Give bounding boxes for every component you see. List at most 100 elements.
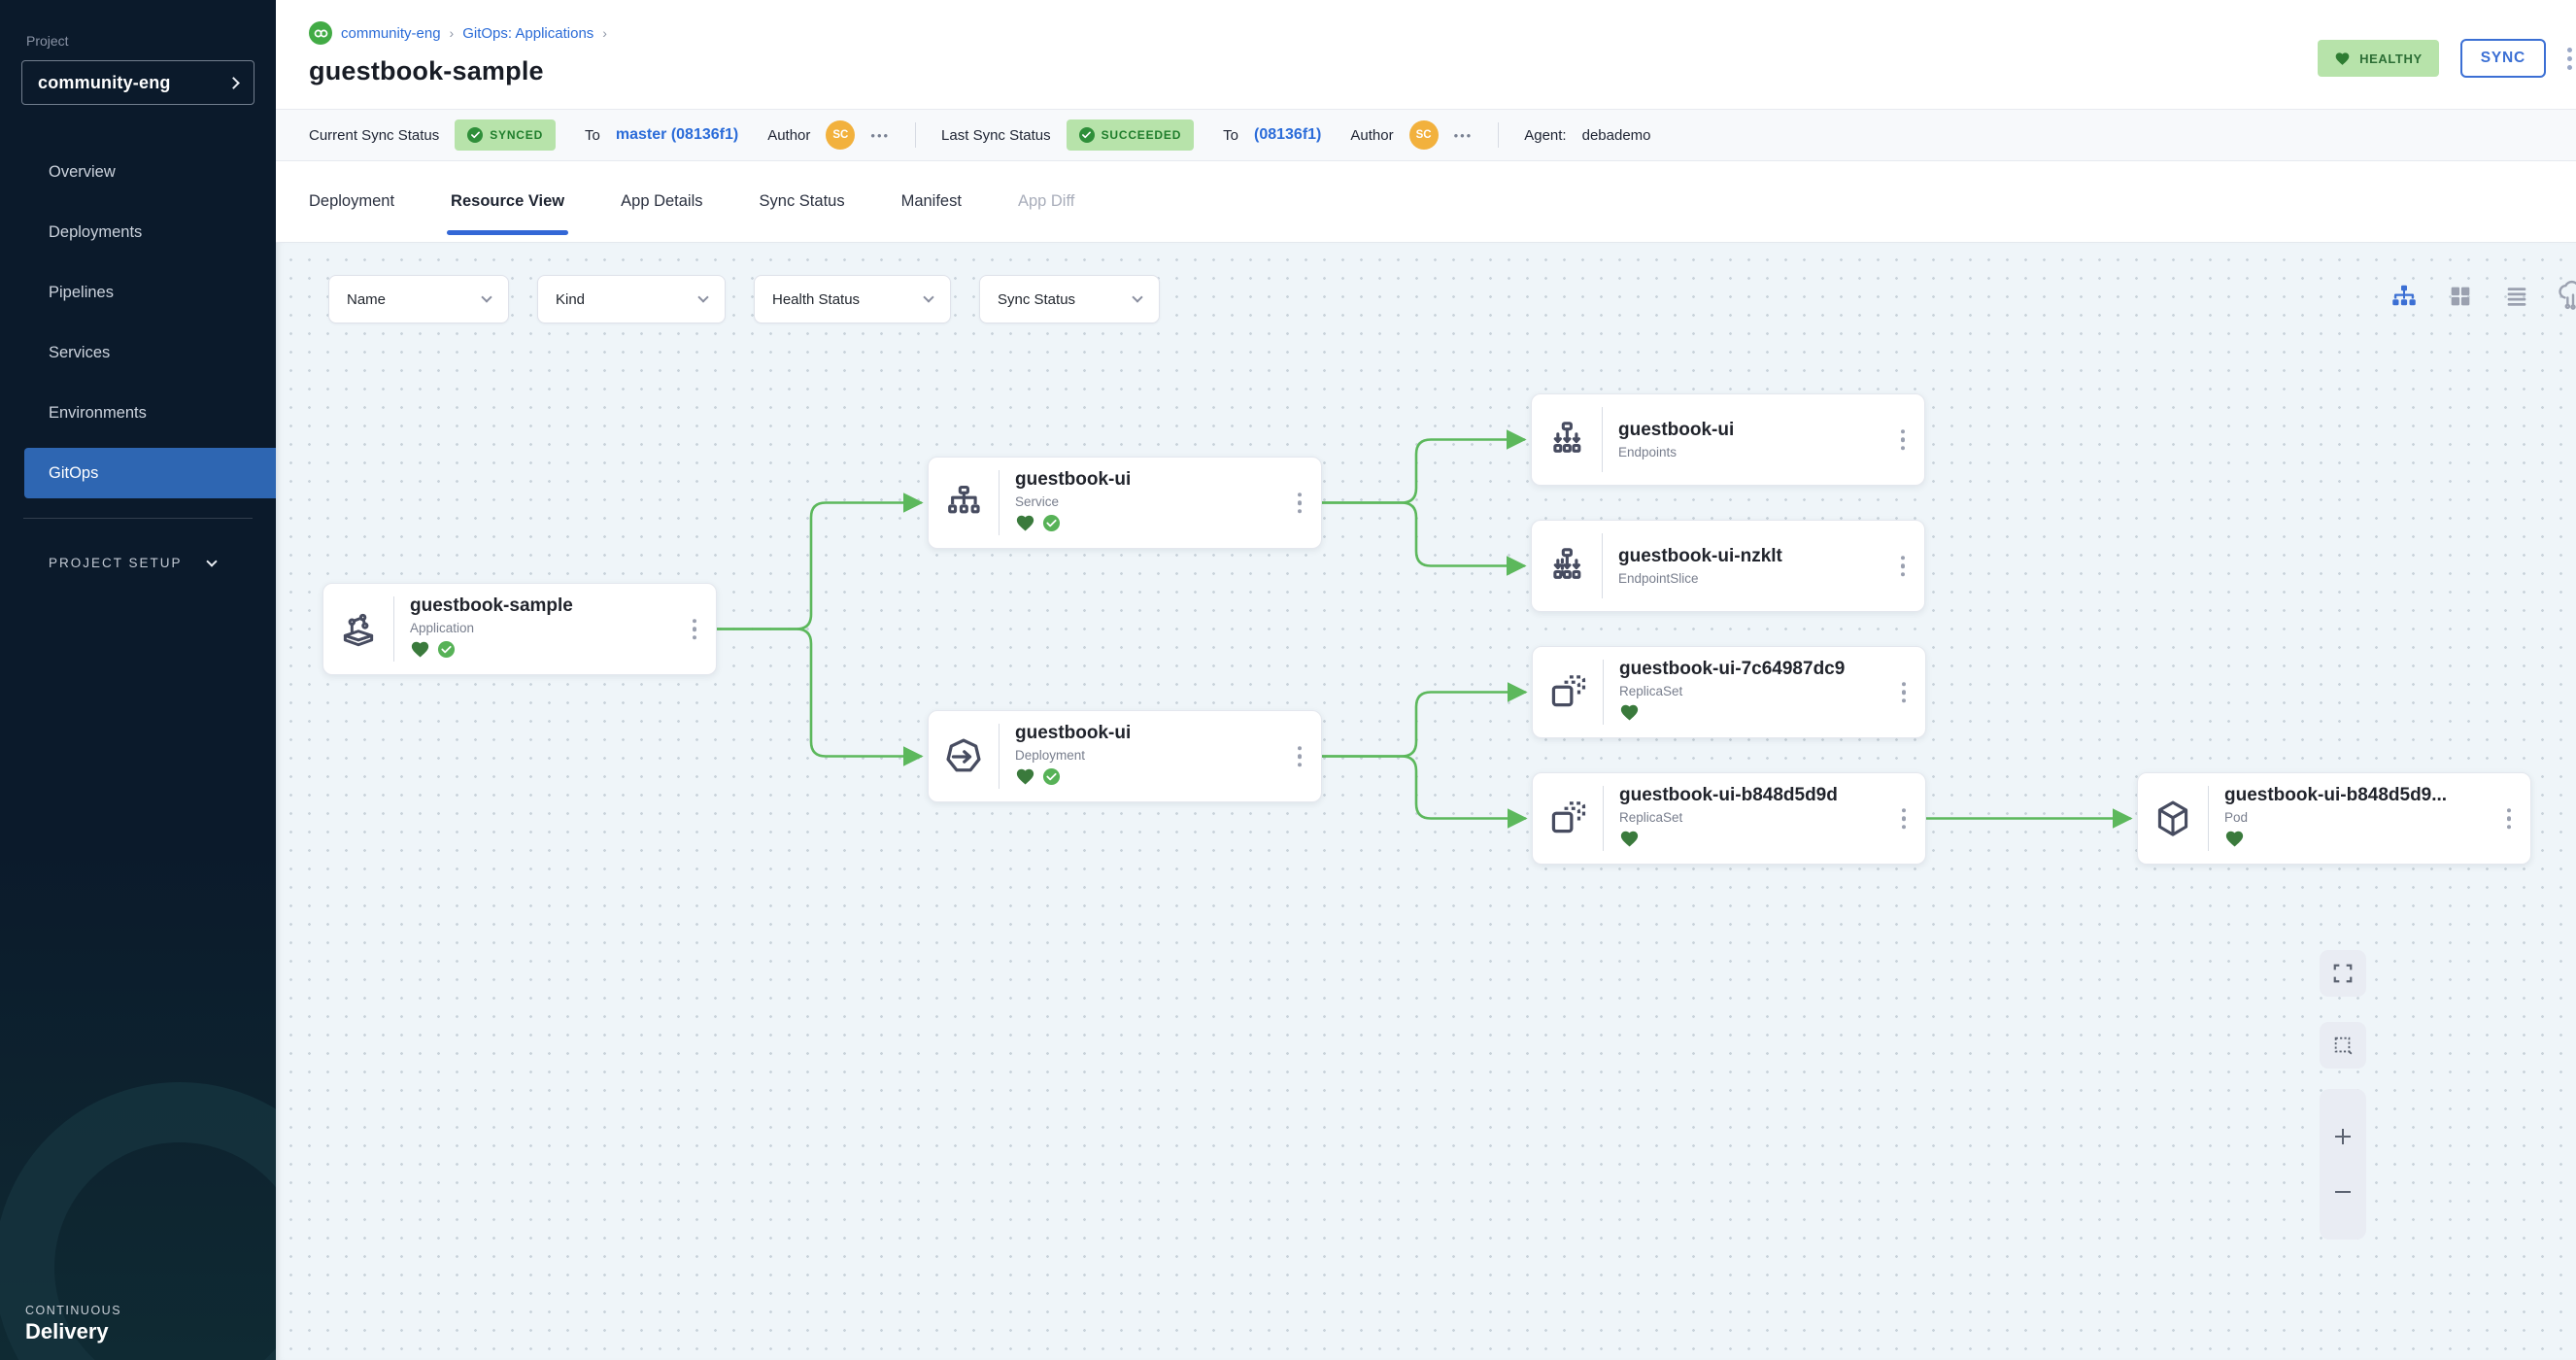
health-status-badge: HEALTHY xyxy=(2318,40,2439,77)
node-kebab-menu-icon[interactable] xyxy=(1294,742,1306,771)
endpointslice-icon xyxy=(1532,545,1602,588)
current-author-avatar[interactable]: SC xyxy=(826,120,855,150)
last-sync-status-label: Last Sync Status xyxy=(941,127,1051,144)
pod-icon xyxy=(2138,798,2208,840)
resource-tree-canvas[interactable]: Name Kind Health Status Sync Status guestbo… xyxy=(276,243,2576,1360)
resource-node-deployment[interactable]: guestbook-uiDeployment xyxy=(928,710,1322,802)
node-kebab-menu-icon[interactable] xyxy=(1898,678,1911,707)
node-body: guestbook-ui-nzkltEndpointSlice xyxy=(1603,546,1924,586)
tab-deployment[interactable]: Deployment xyxy=(309,161,394,242)
resource-node-service[interactable]: guestbook-uiService xyxy=(928,457,1322,549)
current-more-icon[interactable]: ••• xyxy=(870,128,890,143)
list-view-icon[interactable] xyxy=(2500,280,2533,313)
node-body: guestbook-ui-b848d5d9dReplicaSet xyxy=(1604,785,1925,853)
check-circle-icon xyxy=(1079,127,1095,143)
filter-dropdown-sync-status[interactable]: Sync Status xyxy=(979,275,1160,323)
replicaset-icon xyxy=(1533,670,1603,715)
breadcrumb-link-gitops-applications[interactable]: GitOps: Applications xyxy=(462,25,593,42)
node-kebab-menu-icon[interactable] xyxy=(1898,804,1911,833)
node-kind: Service xyxy=(1015,494,1321,509)
last-to-label: To xyxy=(1223,127,1238,144)
node-body: guestbook-uiService xyxy=(1000,469,1321,537)
node-kebab-menu-icon[interactable] xyxy=(1897,552,1910,581)
tab-app-details[interactable]: App Details xyxy=(621,161,702,242)
project-setup-label: PROJECT SETUP xyxy=(49,556,183,570)
resource-node-replicaset[interactable]: guestbook-ui-7c64987dc9ReplicaSet xyxy=(1532,646,1926,738)
sidebar-item-services[interactable]: Services xyxy=(0,323,276,383)
filter-dropdown-health-status[interactable]: Health Status xyxy=(754,275,951,323)
tab-sync-status[interactable]: Sync Status xyxy=(760,161,845,242)
current-sync-status-label: Current Sync Status xyxy=(309,127,439,144)
healthy-heart-icon xyxy=(1015,514,1035,537)
node-title: guestbook-ui xyxy=(1015,469,1321,491)
main-area: community-eng › GitOps: Applications › g… xyxy=(276,0,2576,1360)
project-selector[interactable]: community-eng xyxy=(21,60,254,105)
tab-bar: Deployment Resource View App Details Sync S… xyxy=(276,161,2576,243)
heart-icon xyxy=(2334,51,2351,66)
fullscreen-button[interactable] xyxy=(2320,950,2366,997)
filter-label: Name xyxy=(347,291,386,308)
agent-value: debademo xyxy=(1582,127,1651,144)
grid-view-icon[interactable] xyxy=(2444,280,2477,313)
resource-node-endpointslice[interactable]: guestbook-ui-nzkltEndpointSlice xyxy=(1531,520,1925,612)
resource-node-replicaset[interactable]: guestbook-ui-b848d5d9dReplicaSet xyxy=(1532,772,1926,865)
last-revision-link[interactable]: (08136f1) xyxy=(1254,126,1321,144)
health-status-label: HEALTHY xyxy=(2359,51,2423,66)
current-revision-link[interactable]: master (08136f1) xyxy=(616,126,738,144)
node-status-icons xyxy=(1015,514,1321,537)
node-kebab-menu-icon[interactable] xyxy=(2503,804,2516,833)
synced-check-icon xyxy=(1042,767,1061,791)
node-kebab-menu-icon[interactable] xyxy=(1897,425,1910,455)
cloud-view-icon[interactable] xyxy=(2557,280,2576,313)
current-to-label: To xyxy=(585,127,600,144)
node-title: guestbook-sample xyxy=(410,595,716,617)
status-divider xyxy=(1498,122,1499,148)
sidebar-item-pipelines[interactable]: Pipelines xyxy=(0,262,276,323)
deployment-icon xyxy=(929,734,999,779)
breadcrumb-link-project[interactable]: community-eng xyxy=(341,25,441,42)
breadcrumb-separator: › xyxy=(602,25,607,41)
sync-button[interactable]: SYNC xyxy=(2460,39,2546,78)
filter-dropdown-kind[interactable]: Kind xyxy=(537,275,726,323)
last-more-icon[interactable]: ••• xyxy=(1454,128,1474,143)
sidebar-divider xyxy=(23,518,253,519)
resource-node-endpoints[interactable]: guestbook-uiEndpoints xyxy=(1531,393,1925,486)
zoom-in-button[interactable] xyxy=(2320,1108,2366,1165)
tree-view-icon[interactable] xyxy=(2388,280,2421,313)
filter-dropdown-name[interactable]: Name xyxy=(328,275,509,323)
node-body: guestbook-ui-b848d5d9...Pod xyxy=(2209,785,2530,853)
breadcrumb-separator: › xyxy=(450,25,455,41)
header-kebab-menu-icon[interactable] xyxy=(2567,48,2572,70)
node-status-icons xyxy=(1619,703,1925,727)
chevron-down-icon xyxy=(1132,291,1142,302)
zoom-out-button[interactable] xyxy=(2320,1165,2366,1221)
resource-node-pod[interactable]: guestbook-ui-b848d5d9...Pod xyxy=(2137,772,2531,865)
node-body: guestbook-ui-7c64987dc9ReplicaSet xyxy=(1604,659,1925,727)
last-author-avatar[interactable]: SC xyxy=(1409,120,1439,150)
sidebar-item-deployments[interactable]: Deployments xyxy=(0,202,276,262)
node-title: guestbook-ui-nzklt xyxy=(1618,546,1924,567)
breadcrumb: community-eng › GitOps: Applications › xyxy=(309,21,2576,45)
sidebar-item-environments[interactable]: Environments xyxy=(0,383,276,443)
node-kind: ReplicaSet xyxy=(1619,810,1925,825)
node-body: guestbook-sampleApplication xyxy=(394,595,716,663)
replicaset-icon xyxy=(1533,797,1603,841)
tab-app-diff: App Diff xyxy=(1018,161,1074,242)
node-kebab-menu-icon[interactable] xyxy=(1294,489,1306,518)
sidebar-item-project-setup[interactable]: PROJECT SETUP xyxy=(0,556,276,570)
tab-resource-view[interactable]: Resource View xyxy=(451,161,564,242)
brand-block: CONTINUOUS Delivery xyxy=(25,1304,121,1344)
filter-label: Health Status xyxy=(772,291,860,308)
healthy-heart-icon xyxy=(2224,830,2245,853)
sidebar-item-gitops[interactable]: GitOps xyxy=(24,448,276,498)
node-body: guestbook-uiDeployment xyxy=(1000,723,1321,791)
tab-manifest[interactable]: Manifest xyxy=(901,161,962,242)
node-kind: ReplicaSet xyxy=(1619,684,1925,698)
brand-delivery: Delivery xyxy=(25,1319,121,1344)
resource-node-application[interactable]: guestbook-sampleApplication xyxy=(322,583,717,675)
last-sync-status-badge: SUCCEEDED xyxy=(1067,119,1195,151)
marquee-select-button[interactable] xyxy=(2320,1022,2366,1069)
node-status-icons xyxy=(1015,767,1321,791)
node-kebab-menu-icon[interactable] xyxy=(689,615,701,644)
sidebar-item-overview[interactable]: Overview xyxy=(0,142,276,202)
